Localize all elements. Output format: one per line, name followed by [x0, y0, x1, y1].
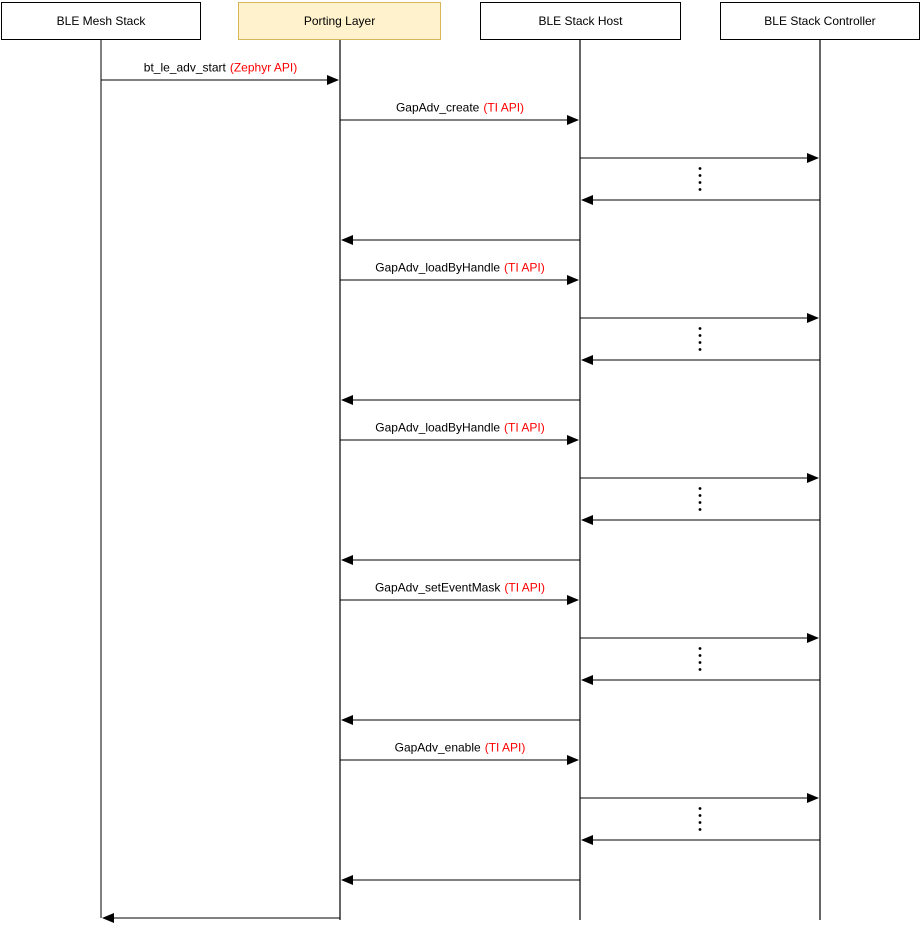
message-label-bt_le_adv_start: bt_le_adv_start(Zephyr API)	[144, 61, 297, 75]
ellipsis-dots	[698, 647, 702, 671]
message-label-GapAdv_setEventMask: GapAdv_setEventMask(TI API)	[375, 581, 545, 595]
message-text: bt_le_adv_start	[143, 60, 226, 75]
message-label-GapAdv_loadByHandle: GapAdv_loadByHandle(TI API)	[375, 261, 544, 275]
actor-box-ble-mesh-stack: BLE Mesh Stack	[1, 2, 201, 40]
actor-box-ble-stack-host: BLE Stack Host	[480, 2, 681, 40]
message-label-GapAdv_create: GapAdv_create(TI API)	[396, 101, 524, 115]
actor-box-ble-stack-controller: BLE Stack Controller	[720, 2, 920, 40]
actor-label-ble-stack-host: BLE Stack Host	[538, 14, 623, 28]
message-annotation: (TI API)	[504, 260, 545, 275]
ellipsis-dots	[698, 167, 702, 191]
ellipsis-dots	[698, 327, 702, 351]
actor-label-ble-stack-controller: BLE Stack Controller	[764, 14, 876, 28]
message-text: GapAdv_setEventMask	[374, 580, 501, 595]
message-text: GapAdv_create	[395, 100, 480, 115]
lifelines	[100, 39, 821, 920]
actor-box-porting-layer: Porting Layer	[238, 2, 441, 40]
message-annotation: (Zephyr API)	[229, 60, 298, 75]
message-annotation: (TI API)	[504, 580, 546, 595]
ellipsis-dots	[698, 807, 702, 831]
actor-label-ble-mesh-stack: BLE Mesh Stack	[56, 14, 146, 28]
message-annotation: (TI API)	[484, 740, 526, 755]
actor-label-porting-layer: Porting Layer	[303, 14, 376, 28]
message-text: GapAdv_loadByHandle	[375, 420, 501, 435]
ellipsis-dots	[698, 487, 702, 511]
message-annotation: (TI API)	[504, 420, 545, 435]
ellipsis-dots-groups	[698, 167, 702, 831]
message-arrows	[101, 75, 820, 923]
message-label-GapAdv_loadByHandle: GapAdv_loadByHandle(TI API)	[375, 421, 544, 435]
message-text: GapAdv_loadByHandle	[375, 260, 501, 275]
message-text: GapAdv_enable	[394, 740, 481, 755]
message-annotation: (TI API)	[483, 100, 525, 115]
message-label-GapAdv_enable: GapAdv_enable(TI API)	[395, 741, 526, 755]
